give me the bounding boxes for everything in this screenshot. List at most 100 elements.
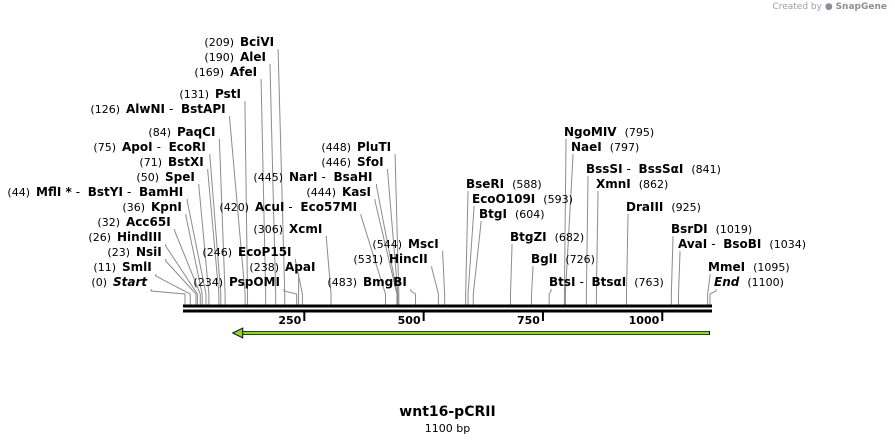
enzyme-name[interactable]: Eco57MI (300, 200, 357, 214)
enzyme-name[interactable]: BssSI (586, 162, 623, 176)
enzyme-name[interactable]: MscI (408, 237, 439, 251)
enzyme-name[interactable]: BsoBI (723, 237, 761, 251)
site-group[interactable]: BssSI-BssSαI(841) (586, 162, 721, 176)
site-group[interactable]: (32)Acc65I (97, 215, 170, 229)
enzyme-name[interactable]: ApoI (122, 140, 153, 154)
enzyme-name[interactable]: BssSαI (639, 162, 684, 176)
site-group[interactable]: BseRI(588) (466, 177, 542, 191)
enzyme-name[interactable]: PaqCI (177, 125, 215, 139)
enzyme-name[interactable]: NsiI (136, 245, 162, 259)
site-group[interactable]: (11)SmlI (93, 260, 151, 274)
enzyme-name[interactable]: PluTI (357, 140, 391, 154)
site-group[interactable]: (0)Start (91, 275, 148, 289)
site-group[interactable]: (483)BmgBI (327, 275, 406, 289)
enzyme-name[interactable]: AleI (240, 50, 266, 64)
enzyme-name[interactable]: HincII (389, 252, 428, 266)
site-position-label: (420) (219, 201, 249, 214)
site-group[interactable]: (246)EcoP15I (202, 245, 291, 259)
site-group[interactable]: EcoO109I(593) (472, 192, 573, 206)
enzyme-name[interactable]: SfoI (357, 155, 384, 169)
enzyme-name[interactable]: BciVI (240, 35, 274, 49)
enzyme-name[interactable]: HindIII (117, 230, 162, 244)
site-group[interactable]: (26)HindIII (88, 230, 161, 244)
enzyme-name[interactable]: MmeI (708, 260, 745, 274)
enzyme-name[interactable]: XcmI (289, 222, 322, 236)
enzyme-name[interactable]: BsrDI (671, 222, 708, 236)
sequence-end-label[interactable]: End (714, 275, 740, 289)
enzyme-name[interactable]: Acc65I (126, 215, 171, 229)
enzyme-name[interactable]: AcuI (255, 200, 284, 214)
site-group[interactable]: (420)AcuI-Eco57MI (219, 200, 357, 214)
site-group[interactable]: (169)AfeI (194, 65, 257, 79)
enzyme-name[interactable]: AlwNI (126, 102, 165, 116)
site-group[interactable]: (531)HincII (353, 252, 427, 266)
site-group[interactable]: (238)ApaI (249, 260, 315, 274)
enzyme-name[interactable]: BtgI (479, 207, 507, 221)
site-leader-line (410, 289, 417, 305)
site-leader-line (360, 214, 386, 305)
enzyme-name[interactable]: BstYI (88, 185, 123, 199)
enzyme-name[interactable]: PspOMI (229, 275, 280, 289)
enzyme-name[interactable]: DraIII (626, 200, 663, 214)
site-group[interactable]: AvaI-BsoBI(1034) (678, 237, 806, 251)
site-group[interactable]: (131) PstI (179, 87, 241, 101)
site-group[interactable]: NaeI(797) (571, 140, 639, 154)
site-group[interactable]: DraIII(925) (626, 200, 701, 214)
enzyme-name[interactable]: BmgBI (363, 275, 407, 289)
site-group[interactable]: (50)SpeI (136, 170, 194, 184)
enzyme-name[interactable]: BglI (531, 252, 557, 266)
site-group[interactable]: (445)NarI-BsaHI (253, 170, 372, 184)
site-group[interactable]: BtsI-BtsαI(763) (549, 275, 664, 289)
site-leader-line (375, 184, 398, 305)
enzyme-name[interactable]: BseRI (466, 177, 504, 191)
site-group[interactable]: BtgZI(682) (510, 230, 584, 244)
enzyme-name[interactable]: EcoO109I (472, 192, 535, 206)
site-group[interactable]: (36)KpnI (122, 200, 182, 214)
enzyme-name[interactable]: MflI * (36, 185, 72, 199)
site-group[interactable]: (448)PluTI (321, 140, 391, 154)
enzyme-name[interactable]: BtsI (549, 275, 576, 289)
enzyme-name[interactable]: AvaI (678, 237, 707, 251)
enzyme-name[interactable]: KpnI (151, 200, 182, 214)
site-group[interactable]: BtgI(604) (479, 207, 545, 221)
enzyme-name[interactable]: BsaHI (334, 170, 373, 184)
enzyme-name[interactable]: AfeI (230, 65, 257, 79)
site-group[interactable]: (44)MflI *-BstYI-BamHI (7, 185, 183, 199)
site-group[interactable]: (444)KasI (306, 185, 371, 199)
enzyme-name[interactable]: BtgZI (510, 230, 547, 244)
enzyme-name[interactable]: BstXI (168, 155, 204, 169)
enzyme-name[interactable]: BamHI (139, 185, 183, 199)
enzyme-name[interactable]: SpeI (165, 170, 195, 184)
sequence-end-label[interactable]: Start (113, 275, 148, 289)
enzyme-name[interactable]: EcoRI (169, 140, 206, 154)
site-group[interactable]: (23)NsiI (107, 245, 161, 259)
enzyme-name[interactable]: ApaI (285, 260, 315, 274)
site-group[interactable]: (544)MscI (372, 237, 438, 251)
site-group[interactable]: BglI(726) (531, 252, 595, 266)
site-group[interactable]: (234)PspOMI (193, 275, 280, 289)
enzyme-name[interactable]: KasI (342, 185, 371, 199)
enzyme-name[interactable]: SmlI (122, 260, 152, 274)
site-group[interactable]: (126)AlwNI-BstAPI (90, 102, 225, 116)
site-group[interactable]: (190)AleI (204, 50, 266, 64)
site-group[interactable]: (75)ApoI-EcoRI (93, 140, 205, 154)
site-position-label: (131) (179, 88, 209, 101)
site-group[interactable]: MmeI(1095) (708, 260, 790, 274)
site-group[interactable]: (306)XcmI (253, 222, 322, 236)
site-group[interactable]: NgoMIV(795) (564, 125, 654, 139)
enzyme-name[interactable]: EcoP15I (238, 245, 292, 259)
enzyme-name[interactable]: XmnI (596, 177, 631, 191)
site-group[interactable]: (84)PaqCI (148, 125, 215, 139)
site-group[interactable]: BsrDI(1019) (671, 222, 752, 236)
enzyme-name[interactable]: PstI (215, 87, 241, 101)
enzyme-name[interactable]: NaeI (571, 140, 602, 154)
enzyme-name[interactable]: BstAPI (181, 102, 226, 116)
enzyme-name[interactable]: NarI (289, 170, 318, 184)
site-group[interactable]: (71)BstXI (139, 155, 203, 169)
site-group[interactable]: (209)BciVI (204, 35, 274, 49)
enzyme-name[interactable]: BtsαI (592, 275, 627, 289)
enzyme-name[interactable]: NgoMIV (564, 125, 617, 139)
site-group[interactable]: (446)SfoI (321, 155, 383, 169)
site-group[interactable]: XmnI(862) (596, 177, 668, 191)
site-group[interactable]: End(1100) (714, 275, 784, 289)
